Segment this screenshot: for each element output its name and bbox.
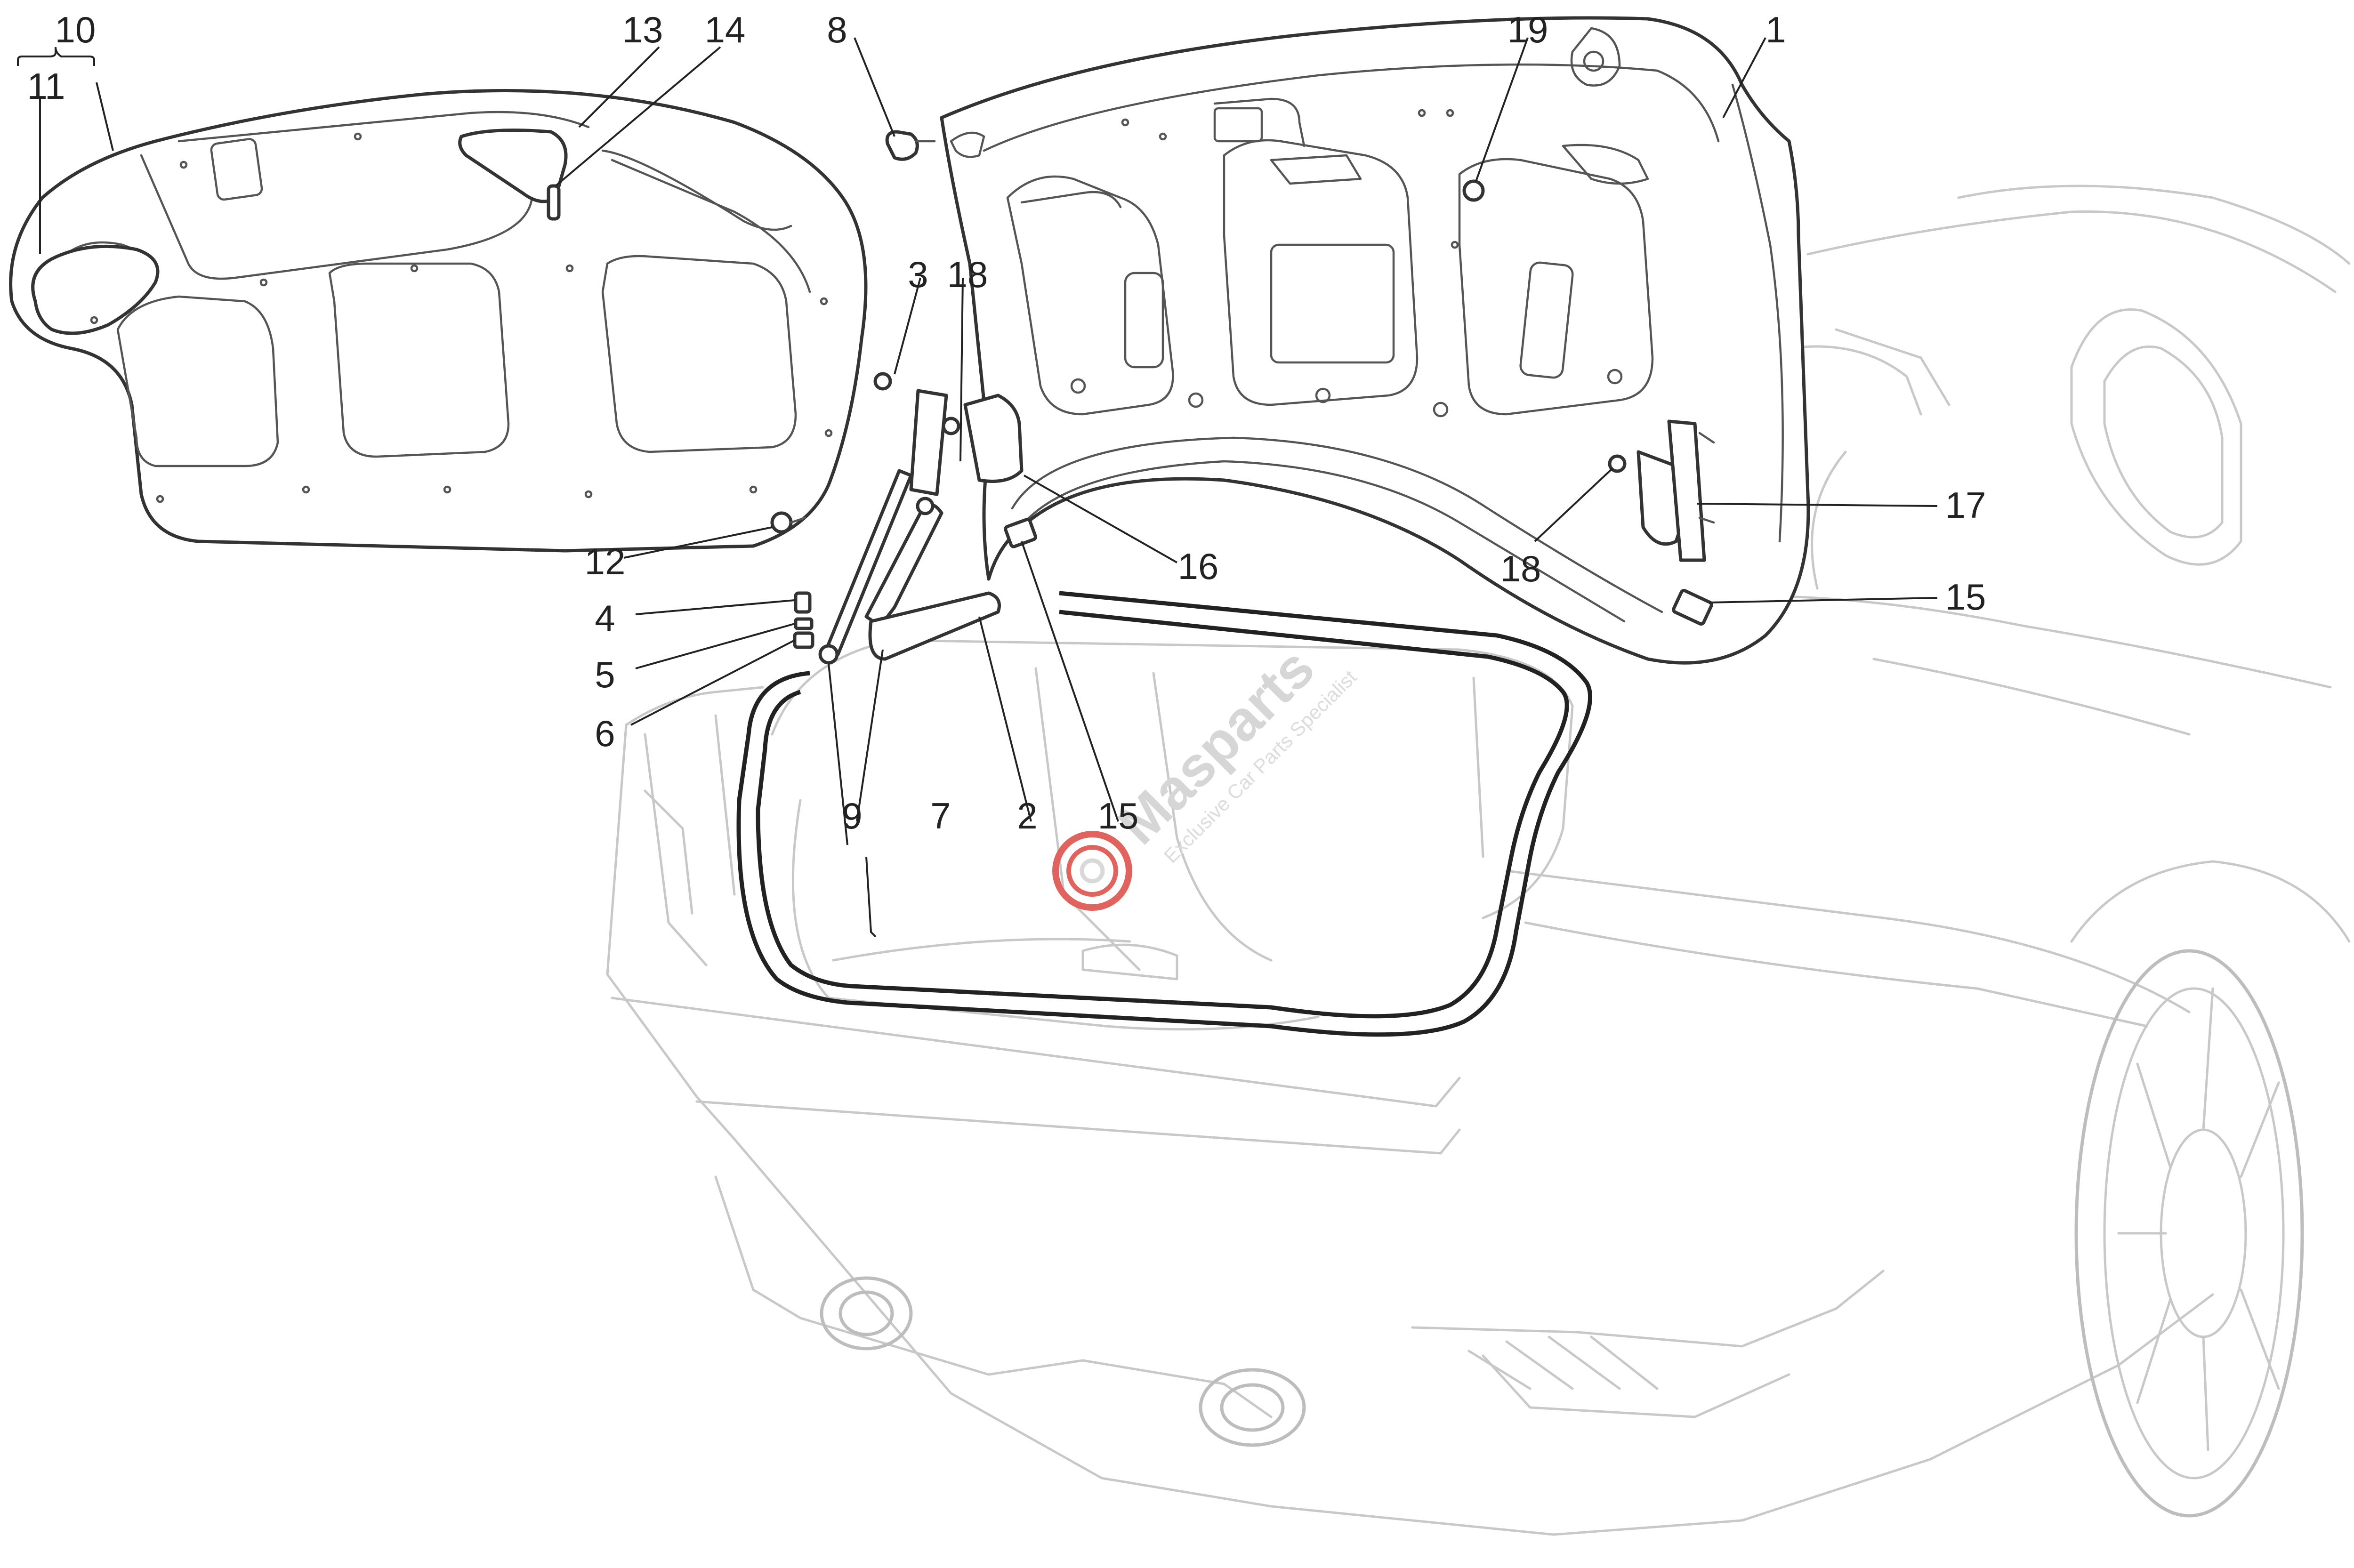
callout-17: 17 xyxy=(1945,484,1986,526)
hinge-pivot xyxy=(916,497,935,515)
leader-lines xyxy=(17,37,1938,938)
insulation-pad xyxy=(31,244,160,335)
lid-buffer xyxy=(885,130,919,161)
inner-trunk-lid-panel xyxy=(9,89,868,553)
hinge-screw-top xyxy=(873,372,892,391)
callout-10: 10 xyxy=(55,9,96,50)
callout-7: 7 xyxy=(930,795,951,836)
hinge-bolt xyxy=(818,644,839,665)
watermark: Masparts Exclusive Car Parts Specialist xyxy=(1052,636,1361,911)
strut-washer xyxy=(794,617,814,630)
hinge-bar-left xyxy=(909,389,948,496)
callout-6: 6 xyxy=(595,713,615,754)
panel-clip xyxy=(770,511,793,534)
lid-hinge-bracket-left xyxy=(963,394,1024,483)
panel-pin xyxy=(547,184,561,221)
watermark-logo-icon xyxy=(1052,831,1132,911)
trunk-seal xyxy=(736,591,1592,1037)
callout-15-right: 15 xyxy=(1945,576,1986,618)
strut-screw xyxy=(794,591,812,614)
callout-labels: 10 11 13 14 8 19 1 3 18 16 17 18 15 12 4… xyxy=(27,9,1986,836)
callout-9: 9 xyxy=(842,795,862,836)
hinge-link xyxy=(868,591,1001,661)
callout-18-left: 18 xyxy=(947,254,988,295)
strut-spacer xyxy=(793,631,814,649)
callout-19: 19 xyxy=(1508,9,1548,50)
lid-bumper xyxy=(1462,179,1485,202)
callout-4: 4 xyxy=(595,597,615,639)
callout-3: 3 xyxy=(908,254,928,295)
callout-8: 8 xyxy=(827,9,847,50)
callout-13: 13 xyxy=(622,9,663,50)
callout-18-right: 18 xyxy=(1500,548,1541,589)
hinge-assembly xyxy=(793,372,1001,665)
hinge-screw-right xyxy=(1608,454,1627,473)
callout-5: 5 xyxy=(595,654,615,695)
hinge-screw-left xyxy=(942,417,960,435)
callout-12: 12 xyxy=(585,541,626,582)
callout-14: 14 xyxy=(705,9,746,50)
lid-bump-stop-right xyxy=(1672,589,1713,626)
callout-1: 1 xyxy=(1766,9,1786,50)
callout-11: 11 xyxy=(27,65,65,107)
trunk-lid xyxy=(885,16,1810,665)
callout-15-left: 15 xyxy=(1098,795,1139,836)
panel-bracket xyxy=(458,129,568,203)
callout-16: 16 xyxy=(1178,546,1219,587)
lid-bump-stop-left xyxy=(1004,517,1037,548)
lid-hinge-bar-right xyxy=(1667,419,1706,562)
callout-2: 2 xyxy=(1017,795,1037,836)
